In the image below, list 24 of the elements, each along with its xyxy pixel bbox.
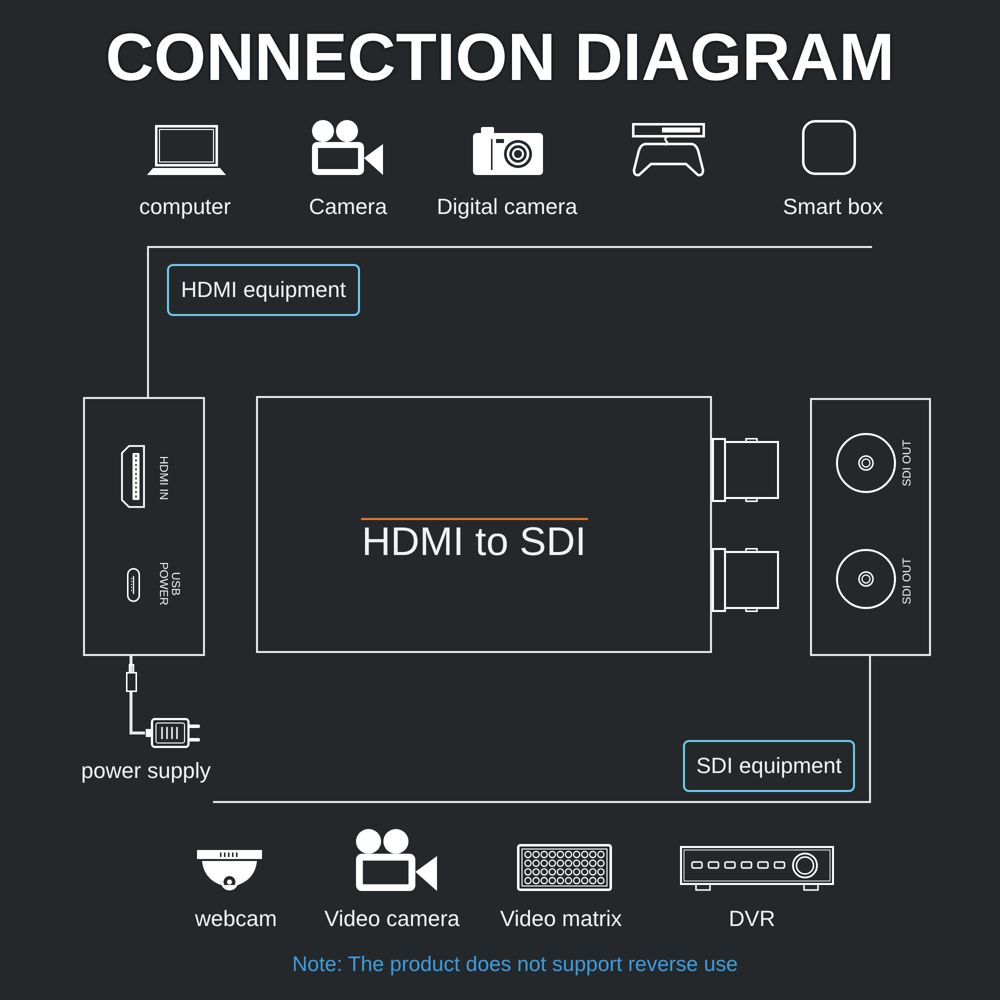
device-caption: Video camera [324,906,460,931]
device-caption: DVR [728,906,776,931]
connection-line [213,656,871,803]
connection-line [147,246,872,397]
converter-box [256,396,712,653]
port-label: SDI OUT [902,440,914,486]
device-caption: Video matrix [500,906,622,931]
port-label: SDI OUT [902,558,914,604]
port-label: HDMI IN [157,456,169,500]
device-caption: Digital camera [436,194,578,219]
note-text: Note: The product does not support reverse use [292,953,738,977]
power-cable [130,656,145,734]
diagram-title: CONNECTION DIAGRAM [105,21,895,95]
port-label: USB POWER [157,561,181,607]
port-panel [810,398,931,656]
port-panel [83,397,205,656]
device-caption: computer [139,194,231,219]
device-caption: Camera [308,194,388,219]
category-tag: HDMI equipment [167,264,360,316]
product-title: HDMI to SDI [362,521,586,564]
device-caption: Smart box [782,194,884,219]
device-caption: webcam [195,906,277,931]
category-tag: SDI equipment [683,740,855,792]
device-caption: power supply [81,758,211,783]
